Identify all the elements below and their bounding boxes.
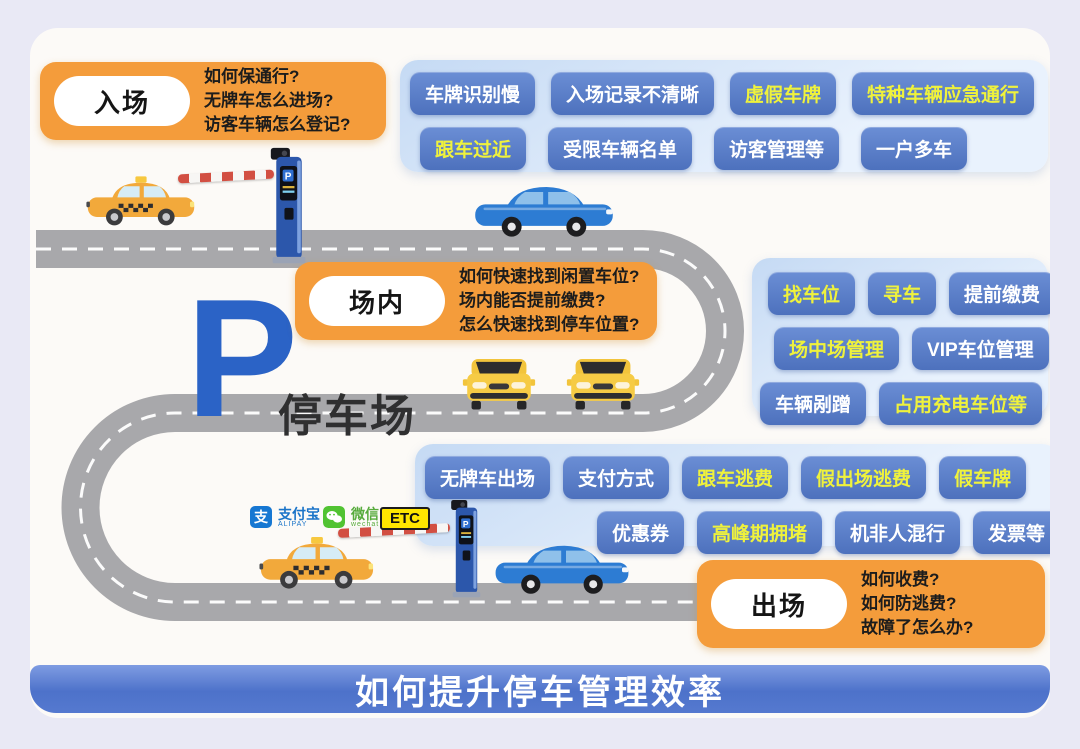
exit-q3: 故障了怎么办?: [861, 618, 974, 638]
issue-pill: 一户多车: [861, 127, 968, 170]
issue-pill: 优惠券: [597, 511, 685, 554]
issue-pill: 寻车: [868, 272, 937, 315]
road-center-dashes: [36, 247, 730, 604]
issue-pill: 场中场管理: [774, 327, 900, 370]
blue-car-entry: [475, 186, 613, 237]
issue-pill: VIP车位管理: [912, 327, 1049, 370]
exit-gate-kiosk: P: [451, 500, 481, 598]
entry-q2: 无牌车怎么进场?: [204, 90, 334, 110]
entry-panel: 入场 如何保通行? 无牌车怎么进场? 访客车辆怎么登记?: [40, 62, 386, 140]
exit-issues-row-1: 无牌车出场 支付方式 跟车逃费 假出场逃费 假车牌: [425, 456, 1050, 499]
issue-pill: 机非人混行: [835, 511, 961, 554]
inside-questions: 如何快速找到闲置车位? 场内能否提前缴费? 怎么快速找到停车位置?: [459, 265, 639, 337]
taxi-exit: [259, 536, 374, 589]
issue-pill: 提前缴费: [949, 272, 1050, 315]
issue-pill: 入场记录不清晰: [551, 72, 715, 115]
issue-pill: 找车位: [768, 272, 856, 315]
wechat-logo: 微信 wechat: [323, 506, 379, 528]
inside-issues-row-1: 找车位 寻车 提前缴费: [768, 272, 1050, 315]
alipay-glyph: 支: [254, 509, 268, 525]
bottom-banner: 如何提升停车管理效率: [30, 665, 1050, 713]
entry-q3: 访客车辆怎么登记?: [204, 115, 351, 135]
banner-title: 如何提升停车管理效率: [355, 673, 725, 712]
kiosk-p-icon: P: [285, 172, 292, 183]
taxi-entry: [86, 176, 195, 226]
issue-pill: 受限车辆名单: [548, 127, 693, 170]
issue-pill: 车辆剐蹭: [760, 382, 867, 425]
entry-q1: 如何保通行?: [204, 66, 300, 86]
inside-panel: 场内 如何快速找到闲置车位? 场内能否提前缴费? 怎么快速找到停车位置?: [295, 262, 657, 340]
etc-badge: ETC: [380, 507, 430, 530]
yellow-car-front-2: [566, 359, 640, 410]
parking-p-icon: P: [186, 264, 299, 452]
exit-issues-row-2: 优惠券 高峰期拥堵 机非人混行 发票等: [597, 511, 1050, 554]
card: P 停车场 入场 如何保通行? 无牌车怎么进场? 访客车辆怎么登记? 车牌识别慢…: [30, 28, 1050, 718]
inside-q1: 如何快速找到闲置车位?: [459, 266, 640, 286]
issue-pill: 支付方式: [563, 456, 670, 499]
kiosk-p-icon: P: [463, 519, 469, 529]
alipay-logo: 支 支付宝 ALIPAY: [250, 506, 320, 528]
issue-pill: 跟车过近: [420, 127, 527, 170]
inside-q2: 场内能否提前缴费?: [459, 290, 606, 310]
exit-q1: 如何收费?: [861, 569, 940, 589]
inside-issues-row-2: 场中场管理 VIP车位管理: [774, 327, 1049, 370]
issue-pill: 占用充电车位等: [879, 382, 1043, 425]
issue-pill: 假出场逃费: [801, 456, 927, 499]
yellow-car-front-1: [462, 359, 536, 410]
inside-issues-row-3: 车辆剐蹭 占用充电车位等: [760, 382, 1043, 425]
exit-panel: 出场 如何收费? 如何防逃费? 故障了怎么办?: [697, 560, 1045, 648]
entry-issues-panel: 车牌识别慢 入场记录不清晰 虚假车牌 特种车辆应急通行 跟车过近 受限车辆名单 …: [400, 60, 1048, 172]
issue-pill: 虚假车牌: [730, 72, 837, 115]
issue-pill: 假车牌: [939, 456, 1027, 499]
exit-q2: 如何防逃费?: [861, 593, 957, 613]
exit-questions: 如何收费? 如何防逃费? 故障了怎么办?: [861, 568, 973, 640]
entry-questions: 如何保通行? 无牌车怎么进场? 访客车辆怎么登记?: [204, 65, 350, 137]
issue-pill: 无牌车出场: [425, 456, 551, 499]
wechat-icon: [323, 506, 345, 528]
entry-issues-row-2: 跟车过近 受限车辆名单 访客管理等 一户多车: [420, 127, 1038, 170]
wechat-label: 微信: [351, 505, 379, 522]
issue-pill: 访客管理等: [714, 127, 840, 170]
parking-sign-label: 停车场: [278, 392, 416, 441]
inside-issues-panel: 找车位 寻车 提前缴费 场中场管理 VIP车位管理 车辆剐蹭 占用充电车位等: [752, 258, 1050, 425]
entry-title-pill: 入场: [54, 76, 190, 126]
entry-issues-row-1: 车牌识别慢 入场记录不清晰 虚假车牌 特种车辆应急通行: [410, 72, 1038, 115]
alipay-icon: 支: [250, 506, 272, 528]
blue-car-exit: [495, 545, 629, 594]
wechat-sublabel: wechat: [351, 520, 380, 528]
issue-pill: 特种车辆应急通行: [852, 72, 1035, 115]
issue-pill: 发票等: [973, 511, 1050, 554]
inside-title-pill: 场内: [309, 276, 445, 326]
exit-title-pill: 出场: [711, 579, 847, 629]
inside-q3: 怎么快速找到停车位置?: [459, 315, 640, 335]
entry-gate-kiosk: P: [270, 147, 306, 264]
road-path: [36, 230, 744, 621]
issue-pill: 跟车逃费: [682, 456, 789, 499]
issue-pill: 车牌识别慢: [410, 72, 536, 115]
alipay-label: 支付宝: [278, 505, 320, 522]
alipay-sublabel: ALIPAY: [278, 520, 308, 528]
issue-pill: 高峰期拥堵: [697, 511, 823, 554]
exit-issues-panel: 无牌车出场 支付方式 跟车逃费 假出场逃费 假车牌 优惠券 高峰期拥堵 机非人混…: [415, 444, 1050, 554]
